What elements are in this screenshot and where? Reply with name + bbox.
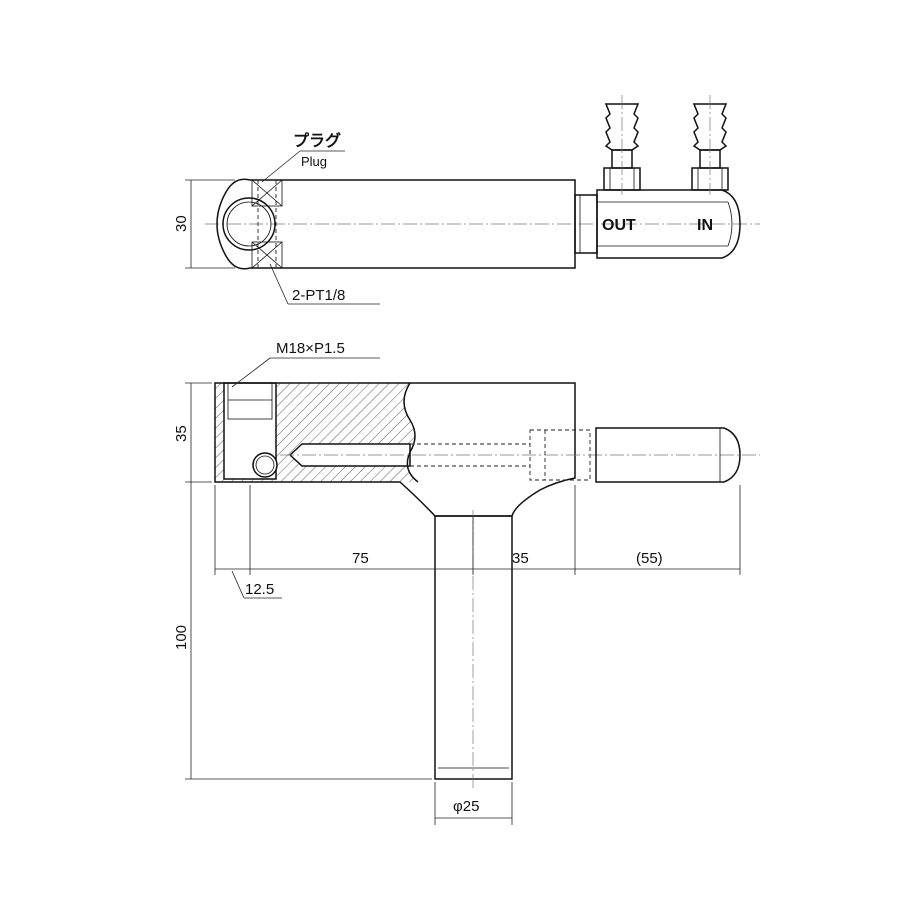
top-bore-inner <box>226 201 272 247</box>
out-label: OUT <box>602 217 636 234</box>
top-eye-end <box>216 178 251 270</box>
top-view: OUT IN プラグ Plug 2-PT1/8 30 <box>173 95 760 305</box>
dim-phi25-label: φ25 <box>453 798 479 815</box>
front-view: M18×P1.5 35 75 35 (55) 12.5 100 φ25 <box>173 340 760 825</box>
rotary-joint-block <box>596 189 741 259</box>
shaft-right <box>595 427 741 483</box>
dim-100-label: 100 <box>173 625 190 650</box>
thread-main-label: M18×P1.5 <box>276 340 345 357</box>
dim-55-label: (55) <box>636 550 663 567</box>
plug-port-upper <box>251 179 283 207</box>
dim-35-label: 35 <box>512 550 529 567</box>
dim-30-label: 30 <box>173 215 190 232</box>
thread-port-label: 2-PT1/8 <box>292 287 345 304</box>
cross-bore-circle <box>252 452 278 478</box>
in-label: IN <box>697 217 713 234</box>
shank-vertical <box>434 515 513 780</box>
thread-main-leader <box>231 357 271 388</box>
dim-12-5-leader <box>231 570 245 599</box>
dim-75-label: 75 <box>352 550 369 567</box>
plug-port-lower <box>251 241 283 269</box>
plug-label-en: Plug <box>301 154 327 169</box>
dim-35h-label: 35 <box>173 425 190 442</box>
thread-port-leader <box>269 263 289 305</box>
dim-12-5-label: 12.5 <box>245 581 274 598</box>
plug-label-jp: プラグ <box>293 131 341 150</box>
fitting-out <box>603 103 641 191</box>
plug-leader <box>261 150 301 183</box>
top-bore-circle <box>222 197 276 251</box>
front-body-outline <box>214 382 576 517</box>
